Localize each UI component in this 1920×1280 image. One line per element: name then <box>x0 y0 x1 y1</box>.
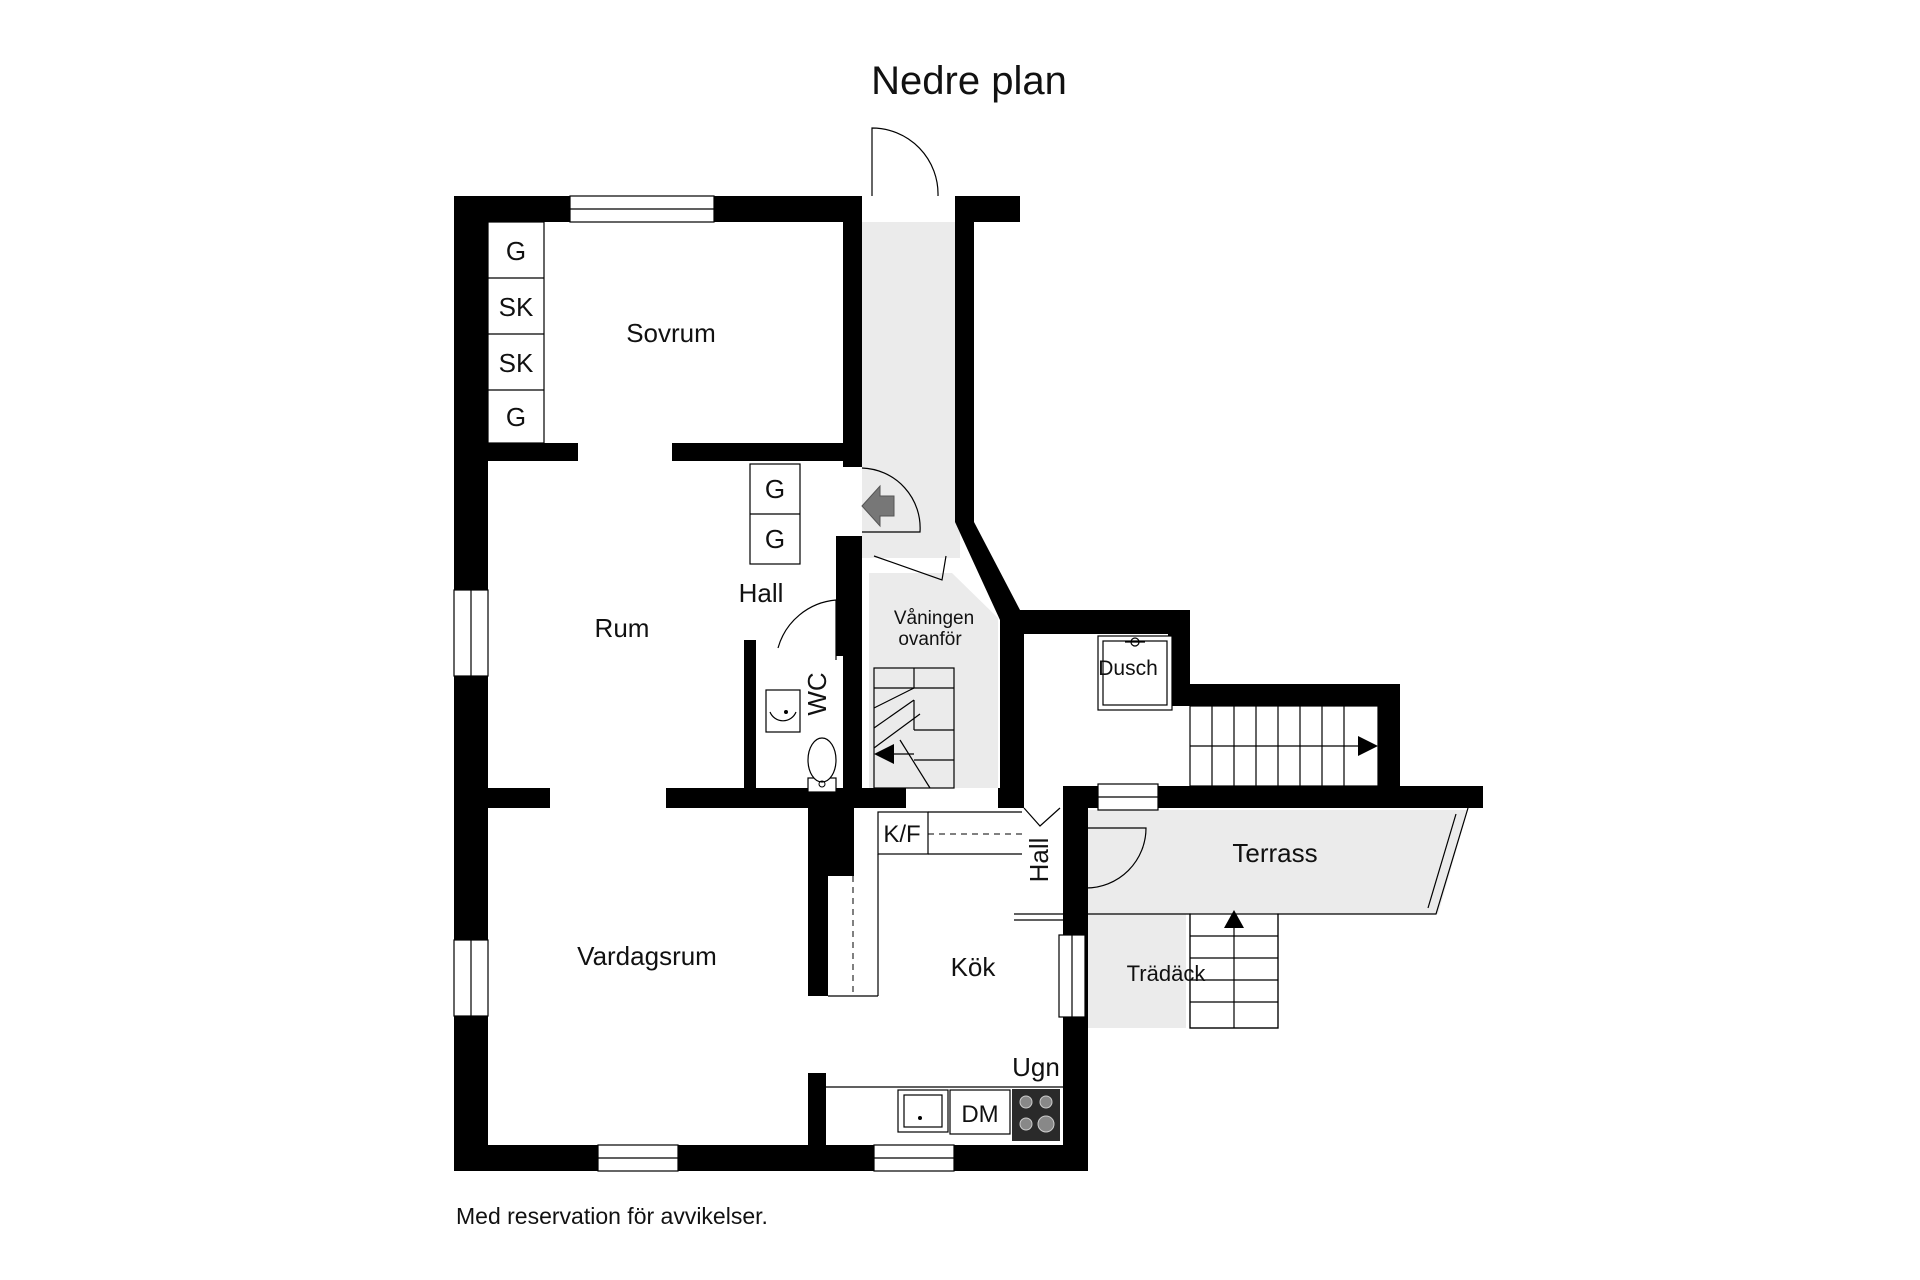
storage-label: G <box>506 402 526 432</box>
outdoor-stairs-upper <box>1189 705 1379 787</box>
terrace-fill <box>1086 810 1468 914</box>
kitchen-fixtures <box>826 811 1063 1141</box>
room-labels: Sovrum Rum Hall WC Våningen ovanför Dusc… <box>577 318 1317 1128</box>
storage-label: SK <box>499 348 534 378</box>
tradack-fill <box>1086 914 1186 1028</box>
stair-hall-door <box>873 555 947 581</box>
dishwasher-box <box>949 1089 1011 1135</box>
storage-label: SK <box>499 292 534 322</box>
plan-title: Nedre plan <box>871 59 1067 103</box>
label-dm: DM <box>961 1101 998 1128</box>
wc-fixtures <box>765 689 837 793</box>
sink-icon <box>765 689 801 733</box>
kitchen-sink-icon <box>897 1089 949 1133</box>
kitchen-door <box>1023 807 1061 827</box>
storage-label: G <box>765 524 785 554</box>
room-sovrum: Sovrum <box>626 318 716 348</box>
windows <box>453 195 1159 1172</box>
hall-storage: G G <box>749 463 801 565</box>
room-terrass: Terrass <box>1232 838 1317 868</box>
indoor-staircase <box>873 667 955 789</box>
disclaimer: Med reservation för avvikelser. <box>456 1203 768 1229</box>
room-dusch: Dusch <box>1098 657 1158 680</box>
sovrum-storage: G SK SK G <box>487 221 545 444</box>
label-ugn: Ugn <box>1012 1052 1060 1082</box>
storage-label: G <box>765 474 785 504</box>
entry-door <box>862 127 955 222</box>
entrance-arrow-icon <box>861 484 895 528</box>
label-kf: K/F <box>883 821 920 848</box>
shower <box>1097 635 1173 711</box>
stove-icon <box>1012 1089 1060 1141</box>
room-hall-upper: Hall <box>739 578 784 608</box>
room-vardagsrum: Vardagsrum <box>577 941 717 971</box>
room-vaningen-line2: ovanför <box>898 629 962 650</box>
wc-door <box>777 599 837 660</box>
storage-label: G <box>506 236 526 266</box>
room-kok: Kök <box>951 952 997 982</box>
room-wc: WC <box>802 672 832 715</box>
stair-arrow-icon <box>1224 910 1244 928</box>
kf-cabinet <box>877 811 929 855</box>
shaded-areas <box>862 220 1468 1028</box>
terrace-stairs <box>1189 910 1279 1029</box>
stair-arrow-icon <box>874 744 894 764</box>
room-vaningen-line1: Våningen <box>894 608 974 629</box>
stair-arrow-icon <box>1358 736 1378 756</box>
hall-door <box>1085 827 1147 889</box>
room-tradack: Trädäck <box>1127 961 1207 986</box>
room-hall-lower: Hall <box>1024 838 1054 883</box>
corridor-door <box>861 467 921 533</box>
stair-hall-fill <box>869 573 998 788</box>
room-rum: Rum <box>595 613 650 643</box>
